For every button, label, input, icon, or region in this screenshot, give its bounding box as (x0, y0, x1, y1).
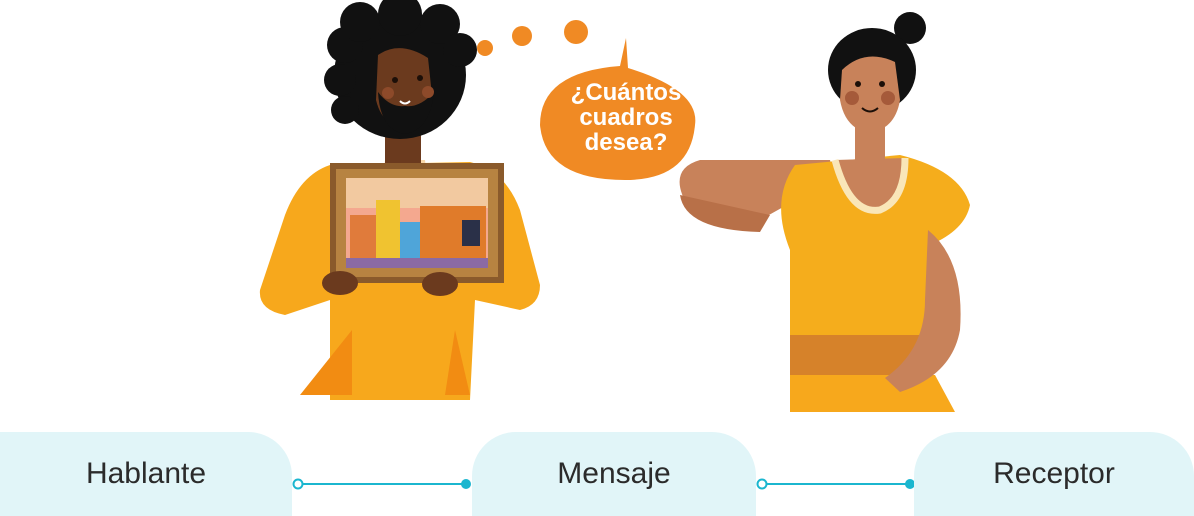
painting-frame-illustration (322, 163, 504, 296)
mensaje-label: Mensaje (557, 457, 671, 490)
receptor-label-box: Receptor (914, 432, 1194, 516)
speech-bubble-text: ¿Cuántos cuadros desea? (548, 80, 704, 155)
receptor-label: Receptor (993, 457, 1115, 490)
hablante-label: Hablante (85, 457, 207, 490)
speech-bubble (540, 38, 696, 180)
speech-line-3: desea? (584, 129, 668, 156)
speech-line-1: ¿Cuántos (570, 79, 682, 106)
mensaje-label-box: Mensaje (472, 432, 756, 516)
speech-line-2: cuadros (579, 104, 673, 131)
thought-dots (477, 20, 588, 56)
hablante-label-box: Hablante (0, 432, 292, 516)
receiver-woman-illustration (679, 12, 970, 412)
connector-hablante-mensaje (292, 478, 471, 490)
connector-mensaje-receptor (756, 478, 915, 490)
